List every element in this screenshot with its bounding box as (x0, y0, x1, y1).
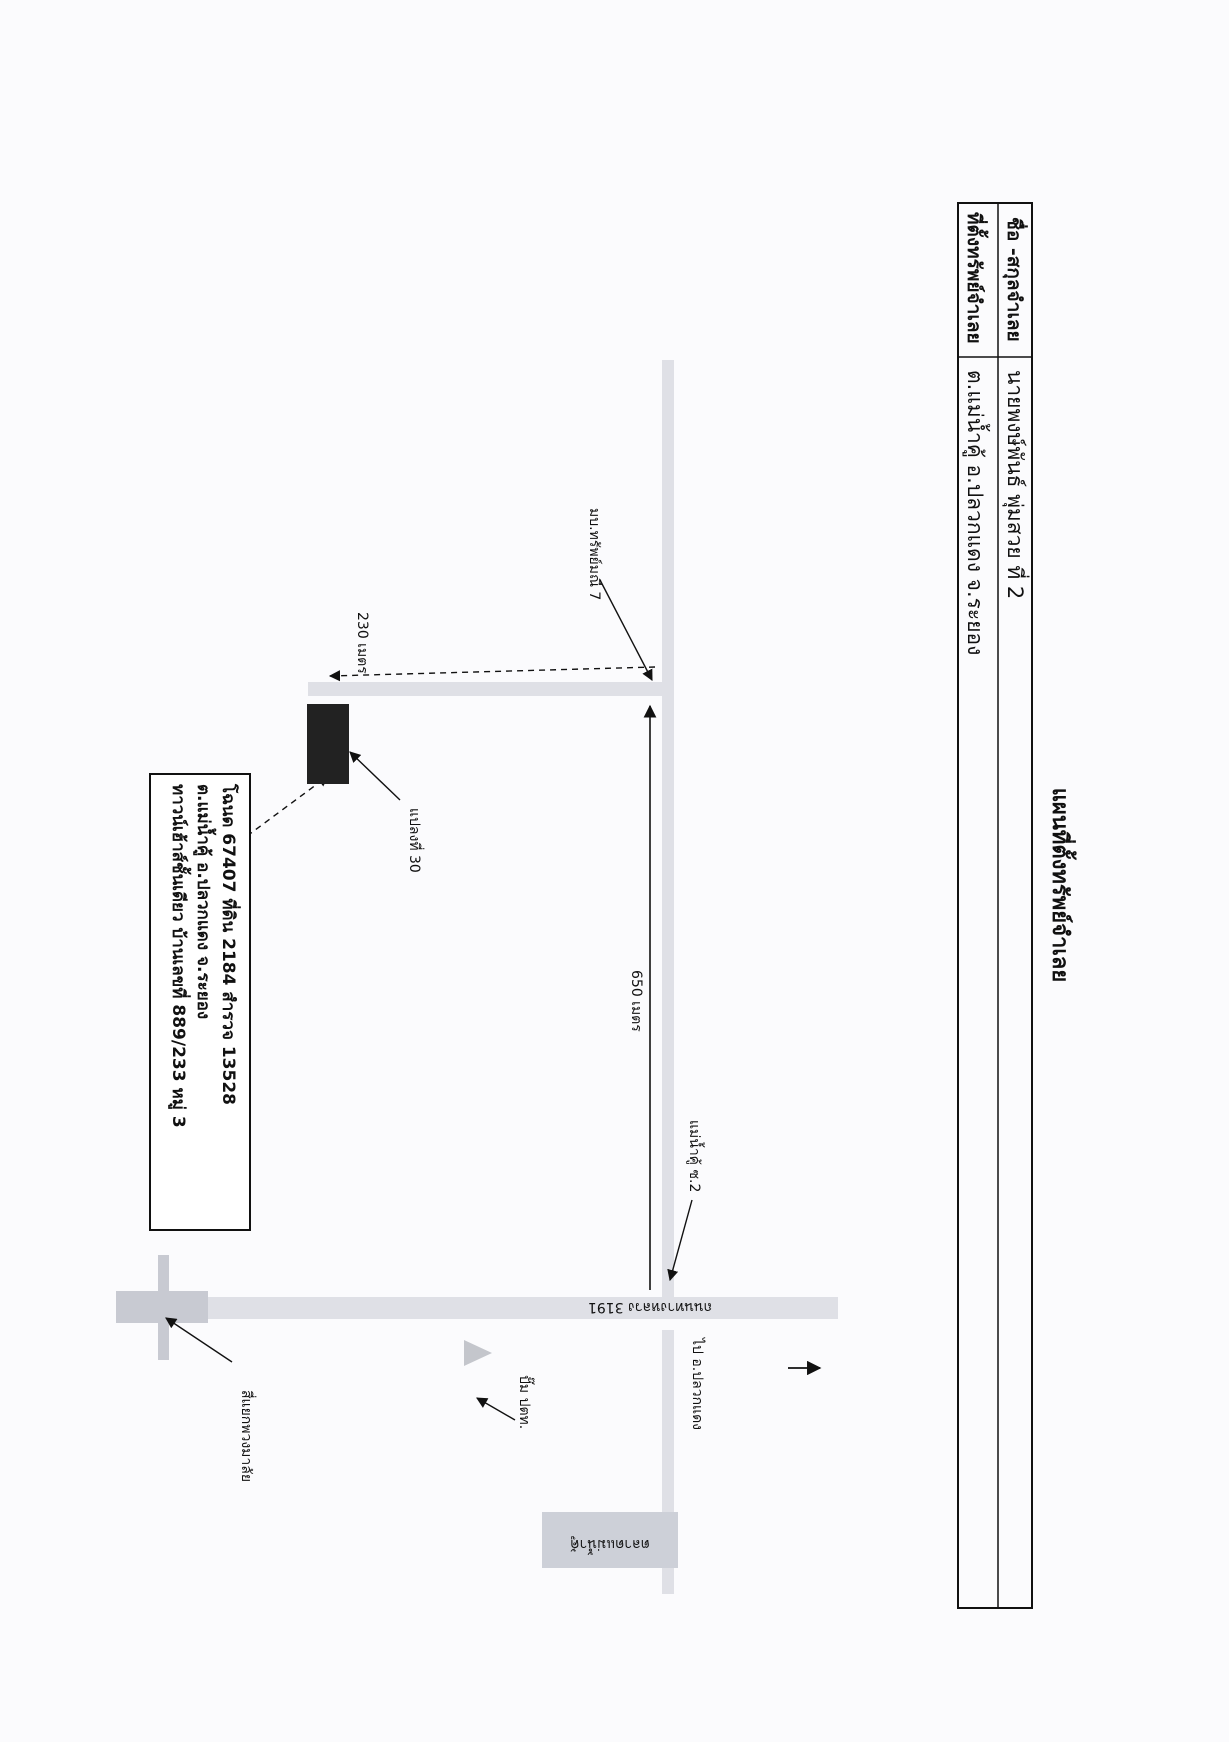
roads (116, 360, 838, 1594)
branch-road (308, 682, 662, 696)
main-road-label: ถนนทางหลวง 3191 (588, 1299, 712, 1315)
soi-pointer-arrow (667, 1199, 693, 1282)
defendant-name-value: นายพงษ์พันธ์ พุ่มสวย ที่ 2 (1002, 370, 1030, 599)
property-location-label: ที่ตั้งทรัพย์จำเลย (963, 212, 989, 344)
village-label: มบ.ทรัพย์มณี 7 (586, 508, 603, 600)
market-label: ตลาดแม่น้ำคู้ (570, 1536, 650, 1555)
main-highway-road (116, 1297, 838, 1319)
distance-side-arrow (328, 666, 656, 682)
cross-road (158, 1255, 169, 1360)
intersection-label: สี่แยกพวงมาลัย (238, 1390, 256, 1482)
deed-info-box: โฉนด 67407 ที่ดิน 2184 สำรวจ 13528 ต.แม่… (149, 773, 251, 1231)
to-district-label: ไป อ.ปลวกแดง (689, 1337, 706, 1430)
property-plot (307, 704, 349, 784)
village-pointer-arrow (599, 579, 653, 681)
soi-label: แม่น้ำคู้ ซ.2 (686, 1120, 705, 1192)
plot-label: แปลงที่ 30 (406, 808, 424, 873)
distance-side-label: 230 เมตร (354, 612, 370, 674)
distance-main-label: 650 เมตร (628, 970, 644, 1032)
map-title: แผนที่ตั้งทรัพย์จำเลย (1047, 788, 1077, 983)
defendant-name-label: ชื่อ -สกุลจำเลย (1002, 217, 1028, 342)
deed-pointer-line (246, 775, 329, 837)
deed-line-3: ทาวน์เฮ้าส์ชั้นเดียว บ้านเลขที่ 889/233 … (167, 784, 192, 1128)
soi-road-vertical (662, 360, 674, 1297)
plot-pointer-arrow (349, 751, 401, 801)
intersection-pointer-arrow (165, 1317, 233, 1363)
market-building (542, 1512, 678, 1568)
info-table: ชื่อ -สกุลจำเลย นายพงษ์พันธ์ พุ่มสวย ที่… (957, 202, 1033, 1609)
gas-station-pointer-arrow (476, 1397, 516, 1421)
deed-line-1: โฉนด 67407 ที่ดิน 2184 สำรวจ 13528 (218, 783, 241, 1105)
property-location-value: ต.แม่น้ำคู้ อ.ปลวกแดง จ.ระยอง (962, 370, 990, 655)
gas-station-label: ปั๊ม ปตท. (516, 1375, 535, 1429)
gas-station-icon (464, 1340, 492, 1366)
deed-line-2: ต.แม่น้ำคู้ อ.ปลวกแดง จ.ระยอง (192, 784, 217, 1019)
